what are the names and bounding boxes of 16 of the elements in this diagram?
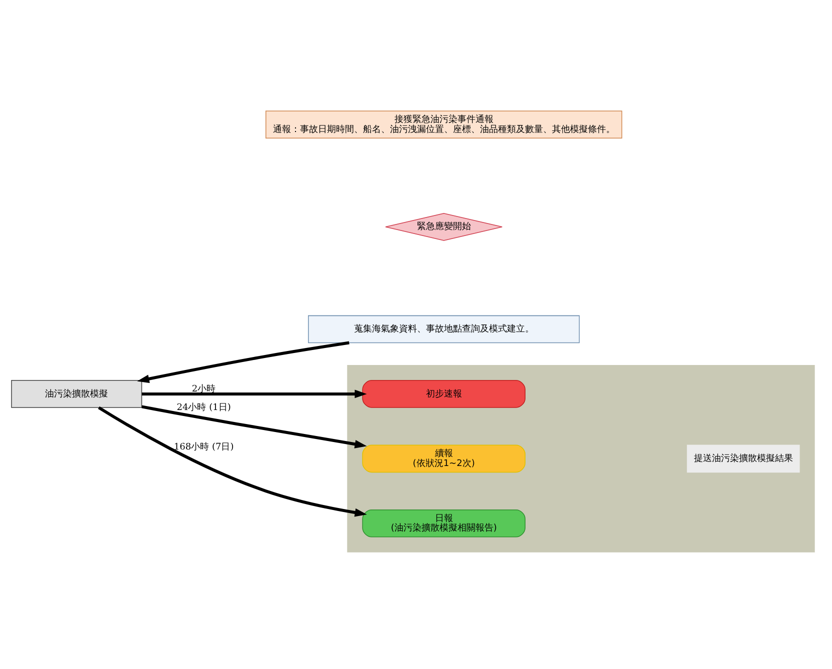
- arrow: [142, 390, 367, 398]
- node-box: 蒐集海氣象資料、事故地點查詢及模式建立。: [308, 315, 580, 344]
- arrow: [142, 405, 367, 448]
- arrow: [98, 406, 367, 517]
- arrow: [137, 341, 350, 383]
- node-box: 日報 (油污染擴散模擬相關報告): [362, 509, 526, 538]
- node-diamond: 緊急應變開始: [385, 212, 502, 241]
- node-box: 提送油污染擴散模擬結果: [686, 444, 800, 473]
- node-box: 初步速報: [362, 380, 526, 408]
- node-box: 續報 (依狀況1~2次): [362, 444, 526, 473]
- edge-label: 168小時 (7日): [174, 442, 234, 452]
- edge-label: 2小時: [192, 384, 216, 394]
- node-box: 油污染擴散模擬: [11, 380, 142, 408]
- node-box: 接獲緊急油污染事件通報 通報：事故日期時間、船名、油污洩漏位置、座標、油品種類及數量、其他模擬條件。: [266, 110, 622, 138]
- cluster: [347, 364, 815, 552]
- edge-label: 24小時 (1日): [176, 403, 231, 414]
